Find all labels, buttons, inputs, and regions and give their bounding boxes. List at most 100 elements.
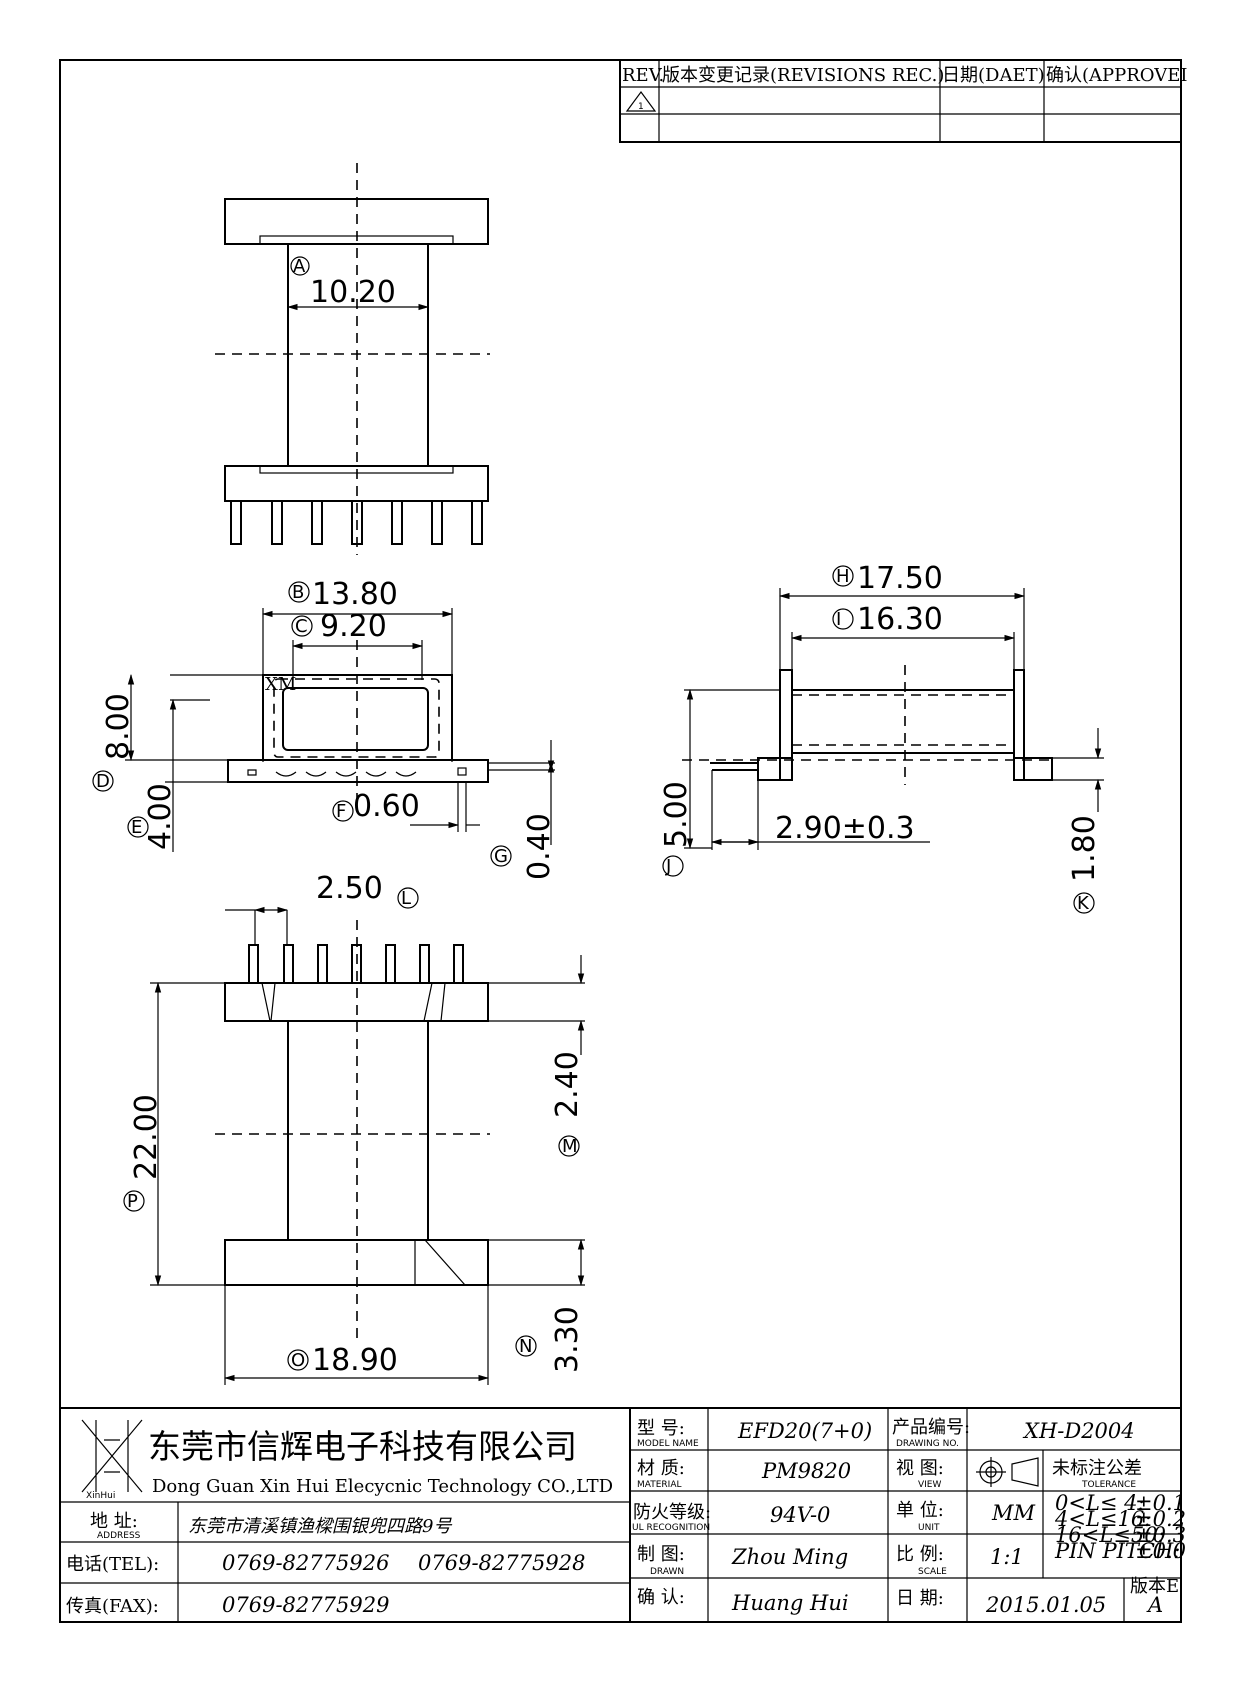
revision-triangle-icon	[625, 90, 657, 112]
marking-text: XM	[265, 674, 296, 695]
model-value: EFD20(7+0)	[737, 1419, 872, 1443]
dim-D-value: 8.00	[101, 693, 136, 760]
dim-E-value: 4.00	[143, 783, 178, 850]
drawn-label-en: DRAWN	[650, 1567, 684, 1577]
date-value: 2015.01.05	[985, 1593, 1106, 1617]
unit-value: MM	[991, 1501, 1036, 1525]
dim-O-label: O	[291, 1350, 305, 1371]
dim-G-label: G	[494, 846, 508, 867]
tel-label: 电话(TEL):	[66, 1554, 159, 1575]
tolerance-label-en: TOLERANCE	[1081, 1480, 1136, 1490]
dim-A-value: 10.20	[310, 275, 396, 310]
fax-label: 传真(FAX):	[66, 1596, 159, 1617]
model-label: 型 号:	[637, 1418, 685, 1439]
dim-A-label: A	[293, 256, 306, 277]
approve-header: 确认(APPROVEI	[1046, 65, 1188, 86]
company-name-cn: 东莞市信辉电子科技有限公司	[148, 1427, 577, 1466]
material-label: 材 质:	[637, 1458, 685, 1479]
side-view: H 17.50 I 16.30 2.90±0.3 5.00 J 1.80	[659, 561, 1104, 914]
address-label-en: ADDRESS	[97, 1531, 141, 1541]
tolerance-range-2: 16<L≤50:	[1055, 1523, 1165, 1547]
version-value: A	[1146, 1593, 1163, 1617]
pins-top	[230, 500, 483, 545]
drawing-no-label: 产品编号:	[892, 1417, 970, 1438]
tolerance-value-1: ±0.2	[1135, 1507, 1186, 1531]
dim-L-value: 2.50	[316, 871, 383, 906]
date-label: 日 期:	[896, 1588, 944, 1609]
revision-mark: 1	[638, 102, 644, 112]
dim-I-value: 16.30	[857, 602, 943, 637]
title-block: XinHui 东莞市信辉电子科技有限公司 Dong Guan Xin Hui E…	[59, 1407, 1186, 1623]
tolerance-table: 0<L≤ 4: ±0.1 4<L≤16: ±0.2 16<L≤50: ±0.3 …	[1054, 1491, 1186, 1563]
dim-N-value: 3.30	[550, 1306, 585, 1373]
records-header: 版本变更记录(REVISIONS REC.)	[662, 65, 944, 86]
check-label: 确 认:	[637, 1587, 685, 1608]
dim-J-label: J	[665, 856, 671, 877]
pins-bottom	[248, 944, 464, 984]
tolerance-value-0: ±0.1	[1135, 1491, 1186, 1515]
flame-label-en: UL RECOGNITION	[632, 1523, 710, 1533]
address-label: 地 址:	[90, 1511, 138, 1532]
scale-label-en: SCALE	[918, 1567, 947, 1577]
dim-P-value: 22.00	[129, 1094, 164, 1180]
tolerance-value-3: ±0.0	[1135, 1539, 1186, 1563]
dim-N-label: N	[519, 1336, 532, 1357]
dim-L-label: L	[401, 888, 411, 909]
view-label: 视 图:	[896, 1458, 944, 1479]
dim-H-label: H	[836, 566, 850, 587]
tolerance-range-0: 0<L≤ 4:	[1055, 1491, 1145, 1515]
unit-label: 单 位:	[896, 1500, 944, 1521]
dim-F-value: 0.60	[353, 789, 420, 824]
dim-P-label: P	[127, 1191, 138, 1212]
dim-B-value: 13.80	[312, 577, 398, 612]
drawn-value: Zhou Ming	[731, 1545, 848, 1569]
dim-M-label: M	[562, 1136, 578, 1157]
material-value: PM9820	[761, 1459, 851, 1483]
drawing-border	[59, 59, 1182, 1623]
pin-length-value: 2.90±0.3	[775, 811, 915, 846]
dim-F-label: F	[336, 801, 346, 822]
dim-O-value: 18.90	[312, 1343, 398, 1378]
drawing-no-label-en: DRAWING NO.	[896, 1439, 959, 1449]
scale-value: 1:1	[990, 1545, 1024, 1569]
dim-D-label: D	[96, 771, 110, 792]
dim-I-label: I	[836, 609, 841, 630]
logo-text: XinHui	[86, 1491, 115, 1501]
rev-header: REV.	[622, 65, 664, 86]
bottom-view: 2.50 L 22.00 P 2.40 M	[123, 871, 585, 1385]
dim-K-label: K	[1077, 893, 1090, 914]
tel-1: 0769-82775926	[222, 1551, 389, 1575]
dim-H-value: 17.50	[857, 561, 943, 596]
dim-K-value: 1.80	[1067, 815, 1102, 882]
company-logo	[81, 1419, 143, 1493]
revision-table: REV. 版本变更记录(REVISIONS REC.) 日期(DAET) 确认(…	[619, 59, 1188, 143]
check-value: Huang Hui	[731, 1591, 849, 1615]
model-label-en: MODEL NAME	[637, 1439, 699, 1449]
date-header: 日期(DAET)	[942, 65, 1045, 86]
dim-G-value: 0.40	[522, 813, 557, 880]
top-view: A 10.20	[215, 163, 490, 555]
tel-2: 0769-82775928	[418, 1551, 585, 1575]
scale-label: 比 例:	[896, 1544, 944, 1565]
flame-label: 防火等级:	[633, 1502, 711, 1523]
tolerance-range-1: 4<L≤16:	[1054, 1507, 1151, 1531]
tolerance-range-3: PIN PITCH:	[1054, 1539, 1180, 1563]
dim-B-label: B	[292, 582, 304, 603]
tolerance-value-2: ±0.3	[1135, 1523, 1186, 1547]
front-view: B 13.80 C 9.20 XM 8.00 D 4.00 E	[92, 577, 557, 880]
material-label-en: MATERIAL	[637, 1480, 682, 1490]
address-value: 东莞市清溪镇渔樑围银兜四路9号	[188, 1516, 452, 1537]
version-label: 版本E	[1130, 1576, 1179, 1597]
dim-C-label: C	[295, 616, 308, 637]
company-name-en: Dong Guan Xin Hui Elecycnic Technology C…	[152, 1476, 613, 1497]
dim-J-value: 5.00	[659, 781, 694, 848]
tolerance-label: 未标注公差	[1052, 1458, 1142, 1479]
unit-label-en: UNIT	[918, 1523, 940, 1533]
projection-symbol-icon	[976, 1457, 1039, 1487]
view-label-en: VIEW	[918, 1480, 941, 1490]
dim-M-value: 2.40	[550, 1051, 585, 1118]
drawing-no-value: XH-D2004	[1022, 1419, 1135, 1443]
dim-C-value: 9.20	[320, 609, 387, 644]
dim-E-label: E	[131, 817, 142, 838]
